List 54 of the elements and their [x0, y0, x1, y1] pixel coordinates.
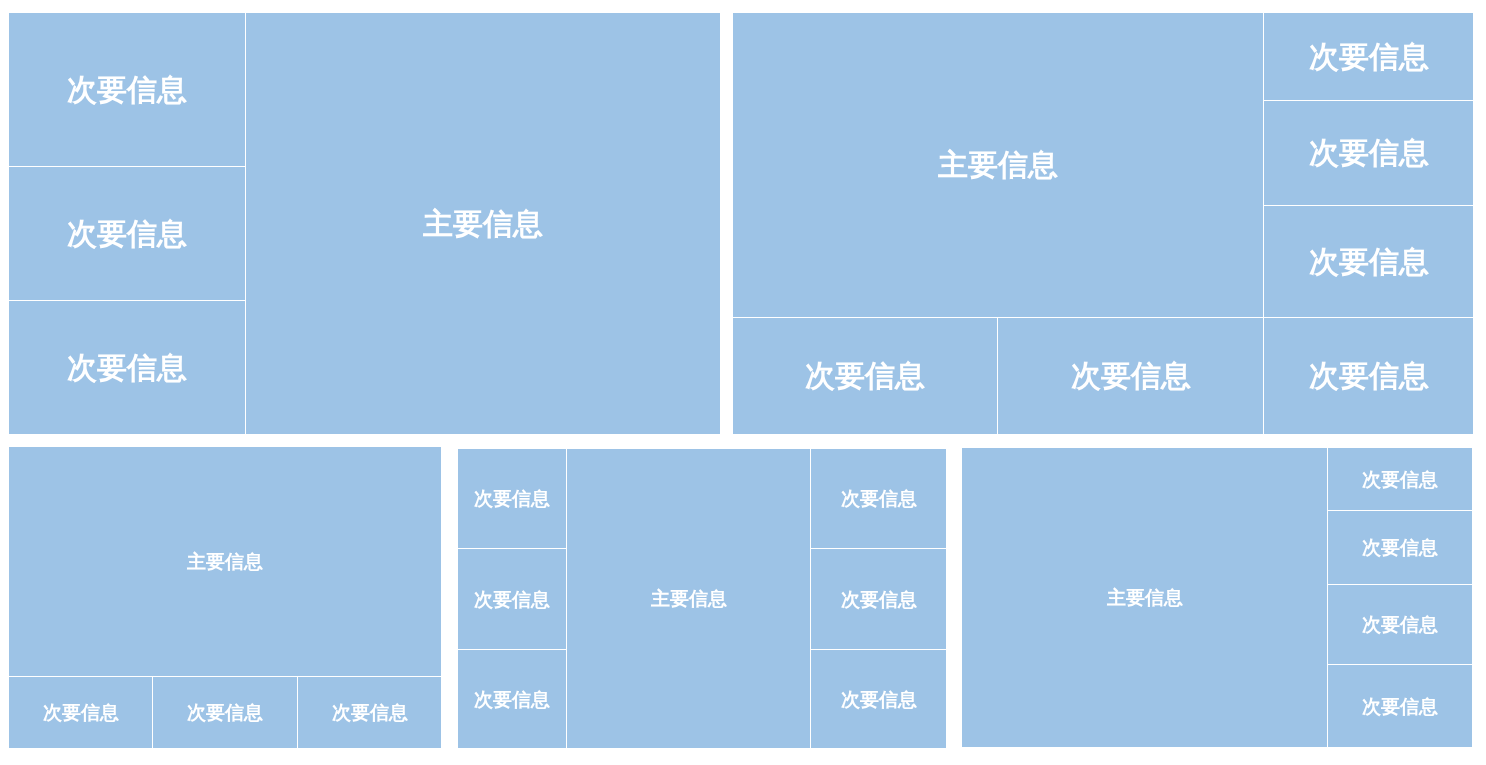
- tile-label: 次要信息: [67, 215, 187, 252]
- treemap-tile: [457, 448, 567, 549]
- treemap-tile: [810, 448, 947, 549]
- treemap-tile: [297, 676, 442, 749]
- tile-label: 次要信息: [805, 358, 925, 394]
- tile-label: 次要信息: [474, 587, 550, 611]
- tile-label: 次要信息: [67, 71, 187, 108]
- treemap-tile: [810, 649, 947, 749]
- treemap-tile: [245, 12, 721, 435]
- tile-label: 次要信息: [1362, 613, 1438, 636]
- tile-label: 次要信息: [42, 701, 119, 724]
- tile-label: 次要信息: [1308, 38, 1429, 75]
- tile-label: 主要信息: [938, 147, 1058, 183]
- treemap-tile: [1263, 100, 1474, 206]
- tile-label: 次要信息: [1362, 467, 1438, 491]
- treemap-tile: [8, 446, 442, 677]
- treemap-tile: [457, 548, 567, 650]
- treemap-tile: [810, 548, 947, 650]
- tile-label: 次要信息: [840, 587, 917, 611]
- tile-label: 次要信息: [1070, 358, 1191, 394]
- treemap-tile: [1327, 447, 1473, 511]
- treemap-tile: [1327, 510, 1473, 585]
- treemap-tile: [152, 676, 298, 749]
- treemap-tile: [997, 317, 1264, 435]
- treemap-tile: [1263, 205, 1474, 318]
- treemap-tile: [961, 447, 1328, 748]
- treemap-tile: [1327, 584, 1473, 665]
- tile-label: 次要信息: [67, 349, 187, 386]
- tile-label: 次要信息: [331, 701, 408, 724]
- tile-label: 主要信息: [650, 587, 727, 610]
- tile-label: 次要信息: [1362, 694, 1438, 718]
- tile-label: 主要信息: [1106, 586, 1183, 609]
- tile-label: 次要信息: [1362, 536, 1438, 559]
- treemap-tile: [732, 12, 1264, 318]
- treemap-tile: [1327, 664, 1473, 748]
- treemap-tile: [457, 649, 567, 749]
- treemap-tile: [1263, 12, 1474, 101]
- tile-label: 次要信息: [474, 487, 550, 510]
- treemap-tile: [566, 448, 811, 749]
- treemap-tile: [8, 676, 153, 749]
- tile-label: 次要信息: [474, 687, 550, 711]
- treemap-tile: [8, 12, 246, 167]
- treemap-tile: [732, 317, 998, 435]
- tile-label: 次要信息: [840, 487, 917, 510]
- tile-label: 主要信息: [423, 205, 543, 242]
- tile-label: 主要信息: [187, 550, 263, 573]
- treemap-tile: [8, 166, 246, 301]
- tile-label: 次要信息: [840, 687, 917, 711]
- tile-label: 次要信息: [1308, 358, 1429, 394]
- treemap-tile: [1263, 317, 1474, 435]
- tile-label: 次要信息: [1308, 135, 1429, 171]
- tile-label: 次要信息: [187, 701, 263, 724]
- treemap-tile: [8, 300, 246, 435]
- tile-label: 次要信息: [1308, 243, 1429, 280]
